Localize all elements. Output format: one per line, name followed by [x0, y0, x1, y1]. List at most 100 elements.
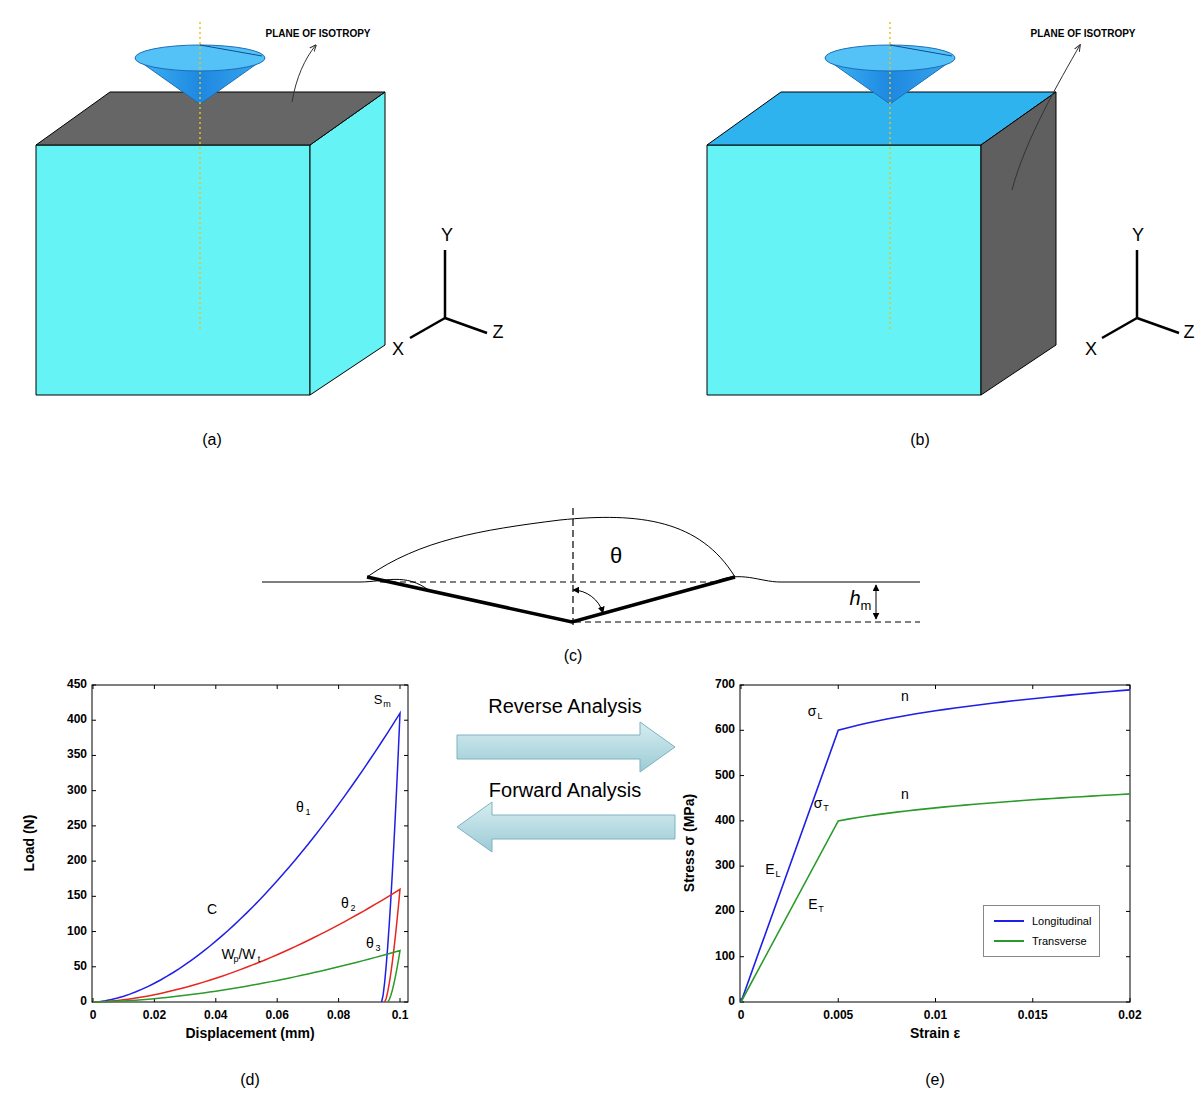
axis-tick — [1130, 998, 1131, 1002]
tick-label: 0.02 — [1118, 1009, 1141, 1022]
axis-line — [199, 22, 201, 330]
axis-letter: X — [1085, 340, 1097, 360]
axis-tick — [92, 861, 96, 862]
axis-tick — [400, 685, 401, 689]
stress-strain-curve — [741, 690, 1130, 1002]
axis-tick — [404, 966, 408, 967]
cube-b — [981, 92, 1056, 395]
axis-letter: Z — [1184, 323, 1195, 343]
tick-label: 300 — [67, 784, 87, 797]
tick-label: T — [823, 804, 829, 814]
leader-arrow — [1012, 45, 1080, 190]
indentation-schematic — [715, 577, 920, 582]
axis-tick — [92, 896, 96, 897]
plot-label: n — [901, 787, 909, 802]
axis-tick — [1126, 911, 1130, 912]
cube-a — [36, 145, 310, 395]
axis-tick — [404, 790, 408, 791]
plot-label: σ — [808, 704, 817, 719]
axis-tick — [1126, 1002, 1130, 1003]
axis-letter: Y — [1132, 226, 1144, 246]
axis-tick — [404, 861, 408, 862]
tick-label: 0 — [728, 995, 735, 1008]
plot-label: σ — [814, 796, 823, 811]
coordinate-axes — [1137, 318, 1179, 333]
cube-a — [36, 92, 385, 395]
plot-label: Stress σ (MPa) — [682, 794, 697, 892]
tick-label: 0.005 — [823, 1009, 853, 1022]
tick-label: 600 — [715, 724, 735, 737]
cube-b — [707, 92, 1056, 395]
tick-label: 0 — [80, 995, 87, 1008]
axis-tick — [404, 825, 408, 826]
tick-label: 2 — [350, 904, 355, 914]
plot-label: Displacement (mm) — [185, 1026, 314, 1041]
panel-label: (a) — [202, 431, 222, 449]
legend-text: Transverse — [1032, 935, 1087, 947]
plot-label: E — [808, 897, 817, 912]
plane-label: PLANE OF ISOTROPY — [1030, 28, 1135, 39]
axis-tick — [277, 998, 278, 1002]
plane-label: PLANE OF ISOTROPY — [265, 28, 370, 39]
axis-tick — [215, 685, 216, 689]
axis-tick — [92, 825, 96, 826]
axis-tick — [400, 998, 401, 1002]
axis-tick — [1126, 866, 1130, 867]
axis-letter: Y — [441, 226, 453, 246]
tick-label: p — [233, 955, 238, 965]
cone-indenter-b — [890, 45, 952, 56]
tick-label: 0.04 — [204, 1009, 227, 1022]
plot-label: /W — [238, 947, 255, 962]
axis-tick — [1126, 956, 1130, 957]
tick-label: 700 — [715, 678, 735, 691]
coordinate-axes — [410, 250, 487, 338]
plot-frame — [92, 685, 408, 1002]
tick-label: 0.06 — [266, 1009, 289, 1022]
tick-label: 100 — [715, 950, 735, 963]
axis-tick — [935, 998, 936, 1002]
tick-label: m — [383, 700, 391, 710]
tick-label: 400 — [715, 814, 735, 827]
plot-label: Load (N) — [22, 815, 37, 872]
plot-label: n — [901, 689, 909, 704]
indentation-schematic — [575, 622, 920, 623]
tick-label: 300 — [715, 860, 735, 873]
axis-tick — [92, 720, 96, 721]
tick-label: 100 — [67, 925, 87, 938]
axis-tick — [404, 755, 408, 756]
panel-label: (b) — [910, 431, 930, 449]
plot-frame — [740, 685, 1130, 1002]
axis-tick — [92, 790, 96, 791]
axis-tick — [215, 998, 216, 1002]
angle-symbol: θ — [610, 544, 622, 568]
load-curve — [93, 713, 400, 1002]
tick-label: L — [817, 712, 822, 722]
axis-tick — [1126, 730, 1130, 731]
indentation-schematic — [262, 508, 920, 626]
indentation-schematic — [572, 508, 573, 626]
axis-tick — [838, 685, 839, 689]
tick-label: 0 — [738, 1009, 745, 1022]
plot-label: S — [374, 693, 383, 707]
axis-tick — [92, 966, 96, 967]
tick-label: 50 — [74, 960, 87, 973]
axis-tick — [338, 685, 339, 689]
tick-label: 0 — [90, 1009, 97, 1022]
tick-label: 0.08 — [327, 1009, 350, 1022]
coordinate-axes — [1102, 250, 1179, 338]
tick-label: 400 — [67, 714, 87, 727]
legend-row: Longitudinal — [992, 911, 1091, 931]
coordinate-axes — [444, 250, 447, 318]
axis-tick — [740, 730, 744, 731]
indentation-schematic — [876, 585, 877, 619]
legend-line — [994, 940, 1024, 942]
axis-tick — [740, 911, 744, 912]
axis-tick — [404, 1002, 408, 1003]
coordinate-axes — [1102, 318, 1137, 338]
axis-tick — [741, 685, 742, 689]
tick-label: 500 — [715, 769, 735, 782]
tick-label: 1 — [305, 808, 310, 818]
axis-tick — [1126, 775, 1130, 776]
plot-label: Strain ε — [910, 1026, 960, 1041]
